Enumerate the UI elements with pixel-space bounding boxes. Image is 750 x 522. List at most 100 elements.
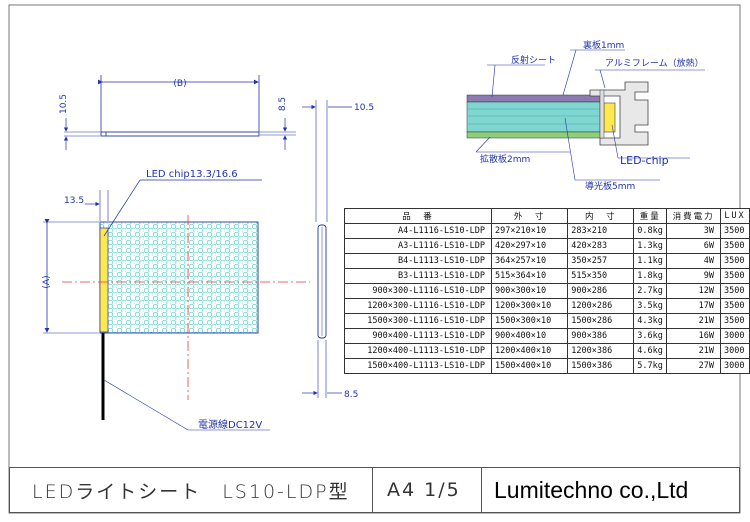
- header-lux: LUX: [720, 208, 750, 224]
- header-weight: 重量: [633, 208, 668, 224]
- table-cell: 17W: [666, 298, 721, 314]
- table-cell: 297×210×10: [490, 223, 569, 239]
- table-cell: 900×386: [567, 328, 635, 344]
- table-cell: 350×257: [567, 253, 635, 269]
- table-cell: 3000: [720, 328, 750, 344]
- table-cell: 3.5kg: [633, 298, 668, 314]
- table-cell: 3500: [720, 283, 750, 299]
- panel-top-outline: [100, 131, 260, 137]
- table-cell: 5.7kg: [633, 358, 668, 374]
- table-cell: 2.7kg: [633, 283, 668, 299]
- table-cell: 3500: [720, 223, 750, 239]
- back-plate-label: 裏板1mm: [583, 39, 624, 51]
- power-cable-label: 電源線DC12V: [198, 418, 262, 431]
- table-cell: 1500×286: [567, 313, 635, 329]
- reflector-sheet: [466, 94, 601, 103]
- table-cell: 900×286: [567, 283, 635, 299]
- table-cell: 283×210: [567, 223, 635, 239]
- edge-dimension-label: 13.5: [64, 196, 84, 206]
- table-cell: 1500×400×10: [490, 358, 569, 374]
- table-cell: 1500×300-L1116-LS10-LDP: [344, 313, 492, 329]
- table-cell: 1500×300×10: [490, 313, 569, 329]
- spec-table: 品 番 外 寸 内 寸 重量 消費電力 LUX A4-L1116-LS10-LD…: [344, 208, 750, 374]
- table-cell: 3.6kg: [633, 328, 668, 344]
- light-guide-panel: [99, 221, 259, 334]
- table-cell: 515×364×10: [490, 268, 569, 284]
- light-guide-plate: [466, 101, 601, 133]
- table-cell: A4-L1116-LS10-LDP: [344, 223, 492, 239]
- table-cell: 900×300-L1116-LS10-LDP: [344, 283, 492, 299]
- table-cell: 1.1kg: [633, 253, 668, 269]
- table-cell: A3-L1116-LS10-LDP: [344, 238, 492, 254]
- header-part-number: 品 番: [344, 208, 492, 224]
- table-cell: 1200×400-L1113-LS10-LDP: [344, 343, 492, 359]
- led-chip-detail-label: LED-chip: [620, 154, 669, 167]
- table-cell: 515×350: [567, 268, 635, 284]
- light-guide-label: 導光板5mm: [585, 180, 635, 192]
- table-cell: 6W: [666, 238, 721, 254]
- table-cell: 900×400×10: [490, 328, 569, 344]
- table-cell: 3000: [720, 343, 750, 359]
- table-cell: 900×300×10: [490, 283, 569, 299]
- section-detail: 反射シート 裏板1mm アルミフレーム（放熱） LED-chip 拡散板2mm …: [466, 39, 705, 192]
- table-cell: 3500: [720, 238, 750, 254]
- side-top-dim-label: 10.5: [354, 103, 374, 113]
- sheet-number: A4 1/5: [373, 468, 482, 512]
- table-cell: 4.3kg: [633, 313, 668, 329]
- header-power: 消費電力: [666, 208, 721, 224]
- table-cell: 3000: [720, 358, 750, 374]
- aluminum-frame-label: アルミフレーム（放熱）: [605, 57, 704, 69]
- title-block: LEDライトシート LS10-LDP型 A4 1/5 Lumitechno co…: [9, 467, 740, 513]
- table-cell: 420×297×10: [490, 238, 569, 254]
- table-cell: 21W: [666, 343, 721, 359]
- table-cell: 1500×400-L1113-LS10-LDP: [344, 358, 492, 374]
- table-cell: B3-L1113-LS10-LDP: [344, 268, 492, 284]
- table-cell: 1200×400×10: [490, 343, 569, 359]
- table-cell: 1.3kg: [633, 238, 668, 254]
- top-thickness-label: 10.5: [59, 94, 69, 114]
- side-view: 10.5 8.5: [302, 100, 374, 400]
- table-cell: 9W: [666, 268, 721, 284]
- diffuser-label: 拡散板2mm: [480, 153, 530, 165]
- aluminum-frame: [589, 81, 649, 146]
- table-cell: 0.8kg: [633, 223, 668, 239]
- table-cell: 1200×386: [567, 343, 635, 359]
- company-name: Lumitechno co.,Ltd: [494, 476, 689, 503]
- header-outer-size: 外 寸: [490, 208, 569, 224]
- top-right-dim-label: 8.5: [278, 97, 288, 111]
- height-dimension-label: (A): [42, 275, 52, 288]
- front-view: (A) 13.5 LED chip13.3/16.6 電源線DC12V: [42, 169, 310, 431]
- table-cell: 900×400-L1113-LS10-LDP: [344, 328, 492, 344]
- side-bottom-dim-label: 8.5: [344, 390, 358, 400]
- table-cell: 3500: [720, 298, 750, 314]
- diffuser-plate: [466, 131, 601, 139]
- table-cell: 21W: [666, 313, 721, 329]
- table-cell: 3500: [720, 268, 750, 284]
- led-strip: [99, 227, 109, 333]
- led-chip-block: [603, 102, 616, 133]
- led-chip-label: LED chip13.3/16.6: [146, 169, 238, 180]
- width-dimension-label: (B): [173, 79, 186, 89]
- table-cell: 1200×300-L1116-LS10-LDP: [344, 298, 492, 314]
- table-cell: 1200×286: [567, 298, 635, 314]
- table-cell: 1200×300×10: [490, 298, 569, 314]
- reflector-label: 反射シート: [511, 54, 556, 66]
- table-cell: 4.6kg: [633, 343, 668, 359]
- table-cell: 364×257×10: [490, 253, 569, 269]
- table-cell: 3W: [666, 223, 721, 239]
- table-cell: 1.8kg: [633, 268, 668, 284]
- table-cell: B4-L1113-LS10-LDP: [344, 253, 492, 269]
- table-cell: 16W: [666, 328, 721, 344]
- top-view: (B) 10.5 8.5: [59, 75, 296, 150]
